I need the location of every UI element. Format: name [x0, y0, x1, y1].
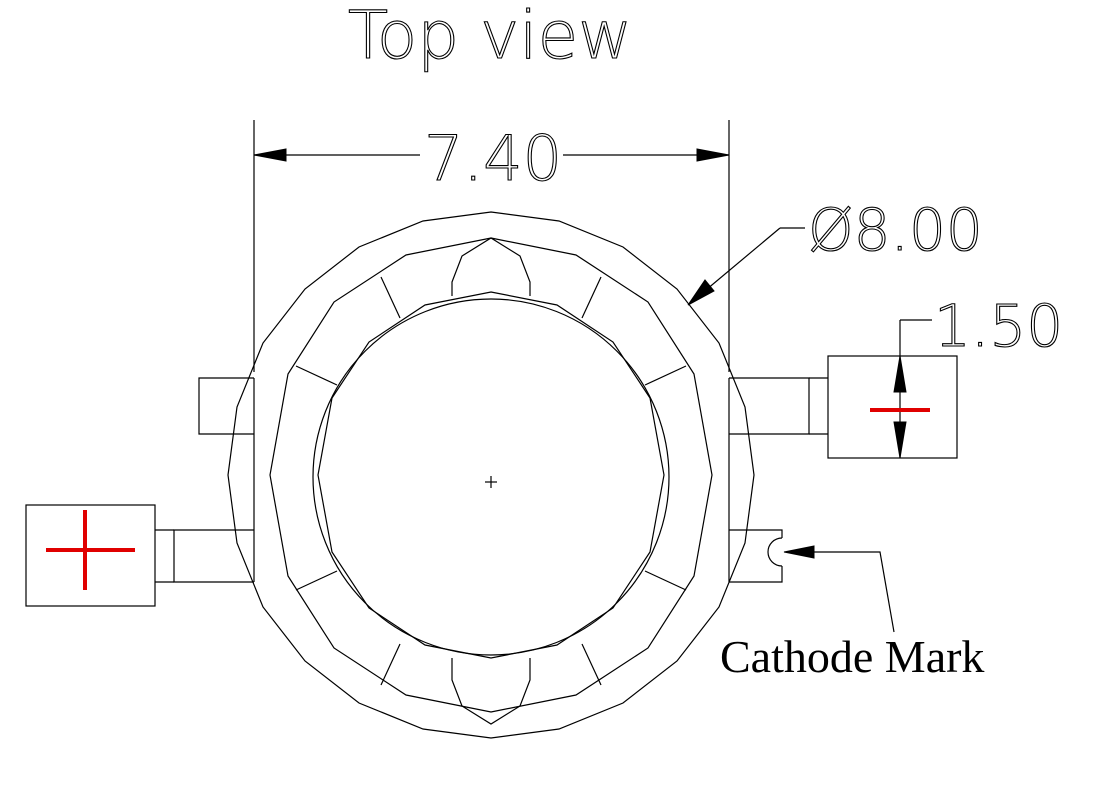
diameter-dimension: Ø8.00: [687, 195, 983, 306]
pad-height-label: 1.50: [934, 292, 1063, 360]
pad-arrow-down: [893, 421, 907, 459]
lens-segment-lines: [295, 276, 687, 686]
lens-ring-inner: [317, 291, 665, 659]
pad-height-dimension: 1.50: [893, 291, 1064, 459]
cathode-lead: [729, 355, 958, 459]
diameter-dimension-label: Ø8.00: [808, 196, 983, 264]
width-dimension-label: 7.40: [424, 122, 562, 195]
anode-lead: [25, 504, 254, 607]
outer-body-outline: [227, 211, 755, 739]
pad-arrow-up: [893, 355, 907, 393]
cathode-mark-arrow: [783, 545, 815, 559]
lens-inner-circle: [312, 298, 670, 656]
lens-top-notch: [451, 237, 531, 296]
lens-ring-outer: [269, 237, 713, 713]
width-dimension: 7.40: [253, 120, 730, 372]
cathode-mark-label: Cathode Mark: [720, 631, 984, 682]
diameter-arrow: [687, 279, 715, 306]
anode-pad: [25, 504, 156, 607]
cathode-mark-leader: [783, 545, 895, 633]
width-arrow-left: [253, 148, 287, 162]
drawing-title: Top view: [348, 0, 632, 74]
cathode-pad: [827, 355, 958, 459]
center-cross-icon: [485, 476, 497, 488]
width-arrow-right: [696, 148, 730, 162]
lens-bottom-notch: [451, 658, 531, 725]
left-upper-tab: [198, 377, 254, 435]
cathode-mark-tab: [729, 529, 783, 583]
plus-sign-icon: [46, 510, 135, 590]
